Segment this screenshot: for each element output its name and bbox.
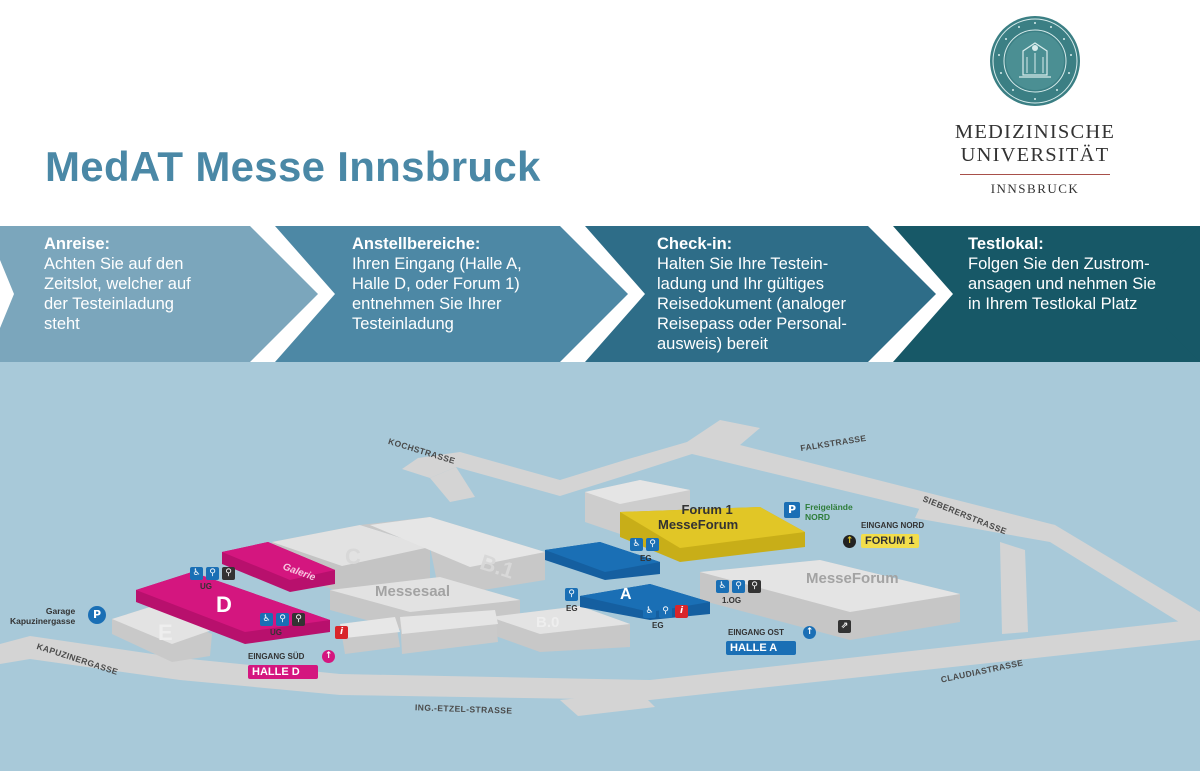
street-east	[1000, 542, 1028, 634]
step-4-line: in Ihrem Testlokal Platz	[968, 295, 1138, 313]
toilet-icon: ⚲	[646, 538, 659, 551]
step-2-line: Halle D, oder Forum 1)	[352, 275, 520, 293]
step-3-line: ausweis) bereit	[657, 335, 768, 353]
map-drawing	[0, 420, 1200, 716]
family-icon: ⚲	[292, 613, 305, 626]
step-3-line: Reisepass oder Personal-	[657, 315, 847, 333]
step-4-heading: Testlokal:	[968, 235, 1044, 253]
step-3-arrow	[585, 226, 936, 362]
toilet-icon: ⚲	[732, 580, 745, 593]
floor-label: UG	[270, 628, 282, 637]
step-3-heading: Check-in:	[657, 235, 733, 253]
step-1-arrow	[0, 226, 318, 362]
garage-line1: Garage	[45, 606, 76, 616]
street-sieberer	[915, 507, 1200, 635]
info-icon: i	[675, 605, 688, 618]
hall-label-messeforum: MesseForum	[806, 570, 899, 587]
family-icon: ⚲	[748, 580, 761, 593]
floor-label: EG	[652, 621, 664, 630]
step-2-line: Ihren Eingang (Halle A,	[352, 255, 522, 273]
accessible-icon: ♿	[716, 580, 729, 593]
step-2-arrow	[275, 226, 628, 362]
hall-label-messesaal: Messesaal	[375, 583, 451, 600]
parking-north-label: Freigelände NORD	[805, 502, 853, 522]
garage-label: Garage Kapuzinergasse	[10, 606, 75, 626]
entrance-arrow-icon: ↑	[322, 650, 335, 663]
logo-divider	[960, 174, 1110, 175]
step-1-line: der Testeinladung	[44, 295, 174, 313]
step-2-line: Testeinladung	[352, 315, 454, 333]
hall-label-c: C	[345, 544, 361, 569]
hall-label-a: A	[620, 586, 632, 603]
hall-label-b0: B.0	[536, 614, 560, 631]
forum1-line1: Forum 1	[681, 502, 733, 517]
street-north-left	[430, 467, 475, 502]
step-1-line: Zeitslot, welcher auf	[44, 275, 191, 293]
step-1-line: steht	[44, 315, 80, 333]
step-checkin: Check-in: Halten Sie Ihre Testein- ladun…	[657, 234, 847, 354]
entrance-ost-label: EINGANG OST	[728, 628, 785, 637]
street-etzel	[560, 692, 655, 716]
step-4-line: Folgen Sie den Zustrom-	[968, 255, 1150, 273]
hall-label-e: E	[158, 620, 173, 645]
entrance-nord-label: EINGANG NORD	[861, 521, 925, 530]
page-title: MedAT Messe Innsbruck	[45, 143, 541, 190]
step-1-line: Achten Sie auf den	[44, 255, 184, 273]
step-2-heading: Anstellbereiche:	[352, 235, 481, 253]
university-seal-icon	[989, 15, 1081, 107]
step-1-heading: Anreise:	[44, 235, 111, 253]
entrance-sued-label: EINGANG SÜD	[248, 652, 305, 661]
entrance-arrow-icon: ↑	[843, 535, 856, 548]
accessible-icon: ♿	[643, 605, 656, 618]
floor-label: UG	[200, 582, 212, 591]
university-logo: MEDIZINISCHE UNIVERSITÄT INNSBRUCK	[940, 15, 1130, 197]
forum1-label: Forum 1 MesseForum	[658, 502, 738, 532]
buildings	[112, 480, 960, 662]
entrance-sued-tag: HALLE D	[248, 665, 318, 679]
accessible-icon: ♿	[630, 538, 643, 551]
step-4-line: ansagen und nehmen Sie	[968, 275, 1157, 293]
parking-north-line1: Freigelände	[805, 502, 853, 512]
university-name-line2: UNIVERSITÄT	[960, 144, 1110, 166]
step-testlokal: Testlokal: Folgen Sie den Zustrom- ansag…	[968, 234, 1156, 314]
step-3-line: Halten Sie Ihre Testein-	[657, 255, 829, 273]
parking-icon: P	[784, 502, 800, 518]
streets	[0, 420, 1200, 716]
floor-label: 1.OG	[722, 596, 742, 605]
step-3-line: ladung und Ihr gültiges	[657, 275, 824, 293]
university-name-line1: MEDIZINISCHE	[954, 121, 1116, 143]
street-koch-falk	[402, 420, 1055, 538]
info-icon: i	[335, 626, 348, 639]
escalator-icon: ⇗	[838, 620, 851, 633]
step-3-line: Reisedokument (analoger	[657, 295, 846, 313]
accessible-icon: ♿	[190, 567, 203, 580]
toilet-icon: ⚲	[276, 613, 289, 626]
toilet-icon: ⚲	[659, 605, 672, 618]
hall-label-d: D	[216, 592, 232, 617]
forum1-line2: MesseForum	[658, 517, 739, 532]
step-2-line: entnehmen Sie Ihrer	[352, 295, 502, 313]
entrance-nord-tag: FORUM 1	[861, 534, 919, 548]
parking-north-line2: NORD	[805, 512, 831, 522]
step-anreise: Anreise: Achten Sie auf den Zeitslot, we…	[44, 234, 191, 334]
family-icon: ⚲	[222, 567, 235, 580]
floor-label: EG	[566, 604, 578, 613]
toilet-icon: ⚲	[565, 588, 578, 601]
parking-icon: P	[88, 606, 106, 624]
step-4-arrow	[893, 226, 1200, 362]
university-city: INNSBRUCK	[990, 181, 1080, 196]
floor-label: EG	[640, 554, 652, 563]
entrance-arrow-icon: ↑	[803, 626, 816, 639]
process-steps: Anreise: Achten Sie auf den Zeitslot, we…	[0, 226, 1200, 362]
accessible-icon: ♿	[260, 613, 273, 626]
street-claudia	[0, 619, 1200, 700]
garage-line2: Kapuzinergasse	[10, 616, 76, 626]
venue-map: KOCHSTRASSE FALKSTRASSE SIEBERERSTRASSE …	[0, 362, 1200, 771]
step-anstellbereiche: Anstellbereiche: Ihren Eingang (Halle A,…	[352, 234, 522, 334]
toilet-icon: ⚲	[206, 567, 219, 580]
step-arrows	[0, 226, 1200, 362]
entrance-ost-tag: HALLE A	[726, 641, 796, 655]
